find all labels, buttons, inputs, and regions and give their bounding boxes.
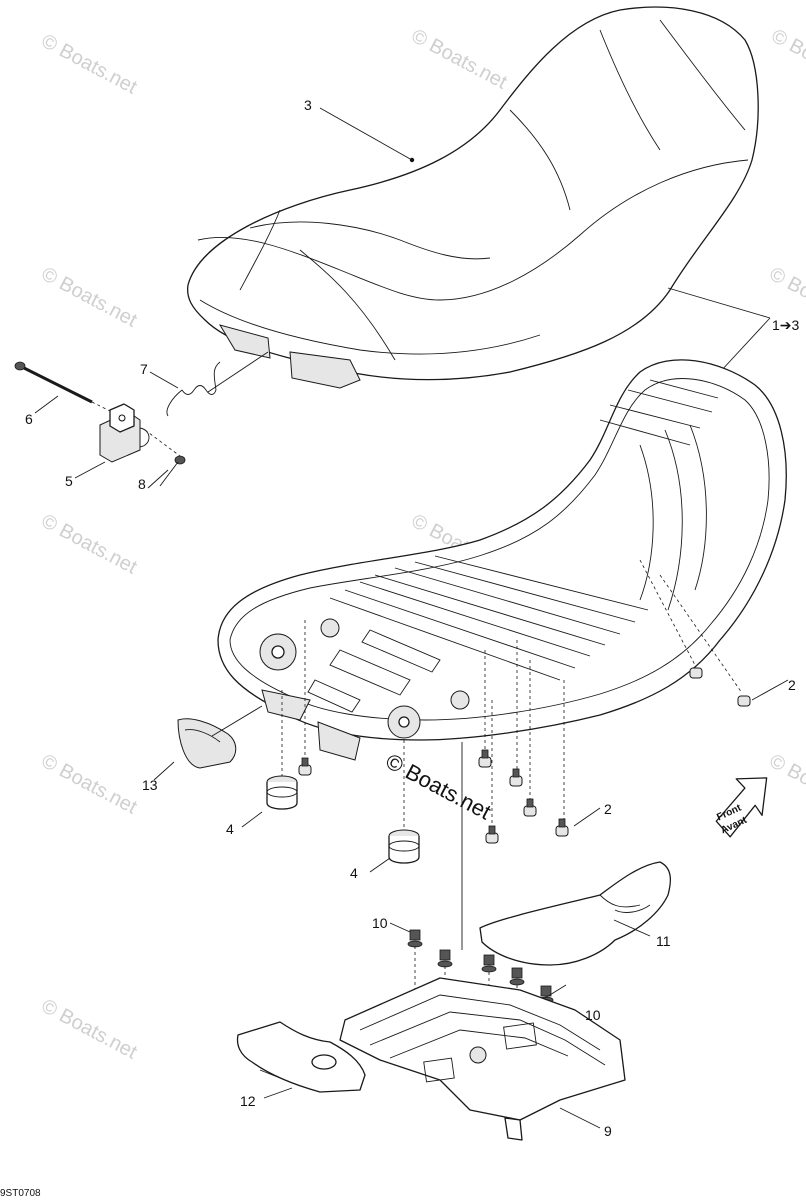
watermark: © Boats.net: [766, 750, 806, 819]
latch-bracket[interactable]: [99, 403, 150, 463]
watermark: © Boats.net: [38, 510, 141, 579]
grommet[interactable]: [388, 829, 420, 864]
latch-spring[interactable]: [166, 351, 269, 417]
leader-1: [667, 287, 771, 373]
bumper[interactable]: [689, 667, 703, 679]
latch-rod[interactable]: [14, 361, 113, 413]
nut[interactable]: [509, 967, 525, 986]
rubber-bumpers[interactable]: [298, 667, 751, 844]
assembly-lines: [304, 559, 743, 826]
bumper[interactable]: [485, 825, 499, 844]
seat-bracket-cover[interactable]: [177, 705, 263, 769]
grommet[interactable]: [266, 775, 298, 810]
bumper[interactable]: [298, 757, 312, 776]
nut[interactable]: [481, 954, 497, 973]
callout-12: 12: [240, 1093, 256, 1109]
callout-7: 7: [140, 361, 148, 377]
grommet-lines: [281, 690, 405, 830]
bumper[interactable]: [509, 768, 523, 787]
callout-2: 2: [788, 677, 796, 693]
callout-leaders: [34, 371, 789, 999]
watermark: © Boats.net: [38, 263, 141, 332]
callout-4: 4: [226, 821, 234, 837]
nut[interactable]: [437, 949, 453, 968]
watermark: © Boats.net: [38, 30, 141, 99]
callout-4: 4: [350, 865, 358, 881]
callout-8: 8: [138, 476, 146, 492]
bumper[interactable]: [555, 818, 569, 837]
seat-cushion[interactable]: [186, 6, 759, 389]
bumper[interactable]: [737, 695, 751, 707]
bumper[interactable]: [478, 749, 492, 768]
skid-plate[interactable]: [339, 977, 626, 1141]
latch-nut[interactable]: [174, 455, 186, 465]
callout-1: 1➔3: [772, 317, 800, 333]
watermark: © Boats.net: [38, 995, 141, 1064]
watermark: © Boats.net: [38, 750, 141, 819]
drawing-code: 9ST0708: [0, 1188, 41, 1199]
callout-5: 5: [65, 473, 73, 489]
seat-deflector[interactable]: [479, 861, 672, 966]
callout-2: 2: [604, 801, 612, 817]
callout-6: 6: [25, 411, 33, 427]
watermark: © Boats.net: [408, 25, 511, 94]
callout-10: 10: [585, 1007, 601, 1023]
watermark: © Boats.net: [768, 25, 806, 94]
seat-base[interactable]: [217, 359, 787, 761]
heat-shield[interactable]: [236, 1021, 366, 1099]
callout-9: 9: [604, 1123, 612, 1139]
nut[interactable]: [407, 929, 423, 948]
bumper[interactable]: [523, 798, 537, 817]
callout-10: 10: [372, 915, 388, 931]
callout-11: 11: [656, 933, 671, 949]
latch-line: [144, 429, 181, 457]
center-watermark: © Boats.net: [382, 748, 496, 824]
callout-13: 13: [142, 777, 158, 793]
front-arrow: Front Avant: [715, 777, 768, 838]
callout-3: 3: [304, 97, 312, 113]
callouts: 3 1➔3 7 6 5 8 2 13 2 4 4 10 11 10 12 9: [25, 97, 800, 1139]
